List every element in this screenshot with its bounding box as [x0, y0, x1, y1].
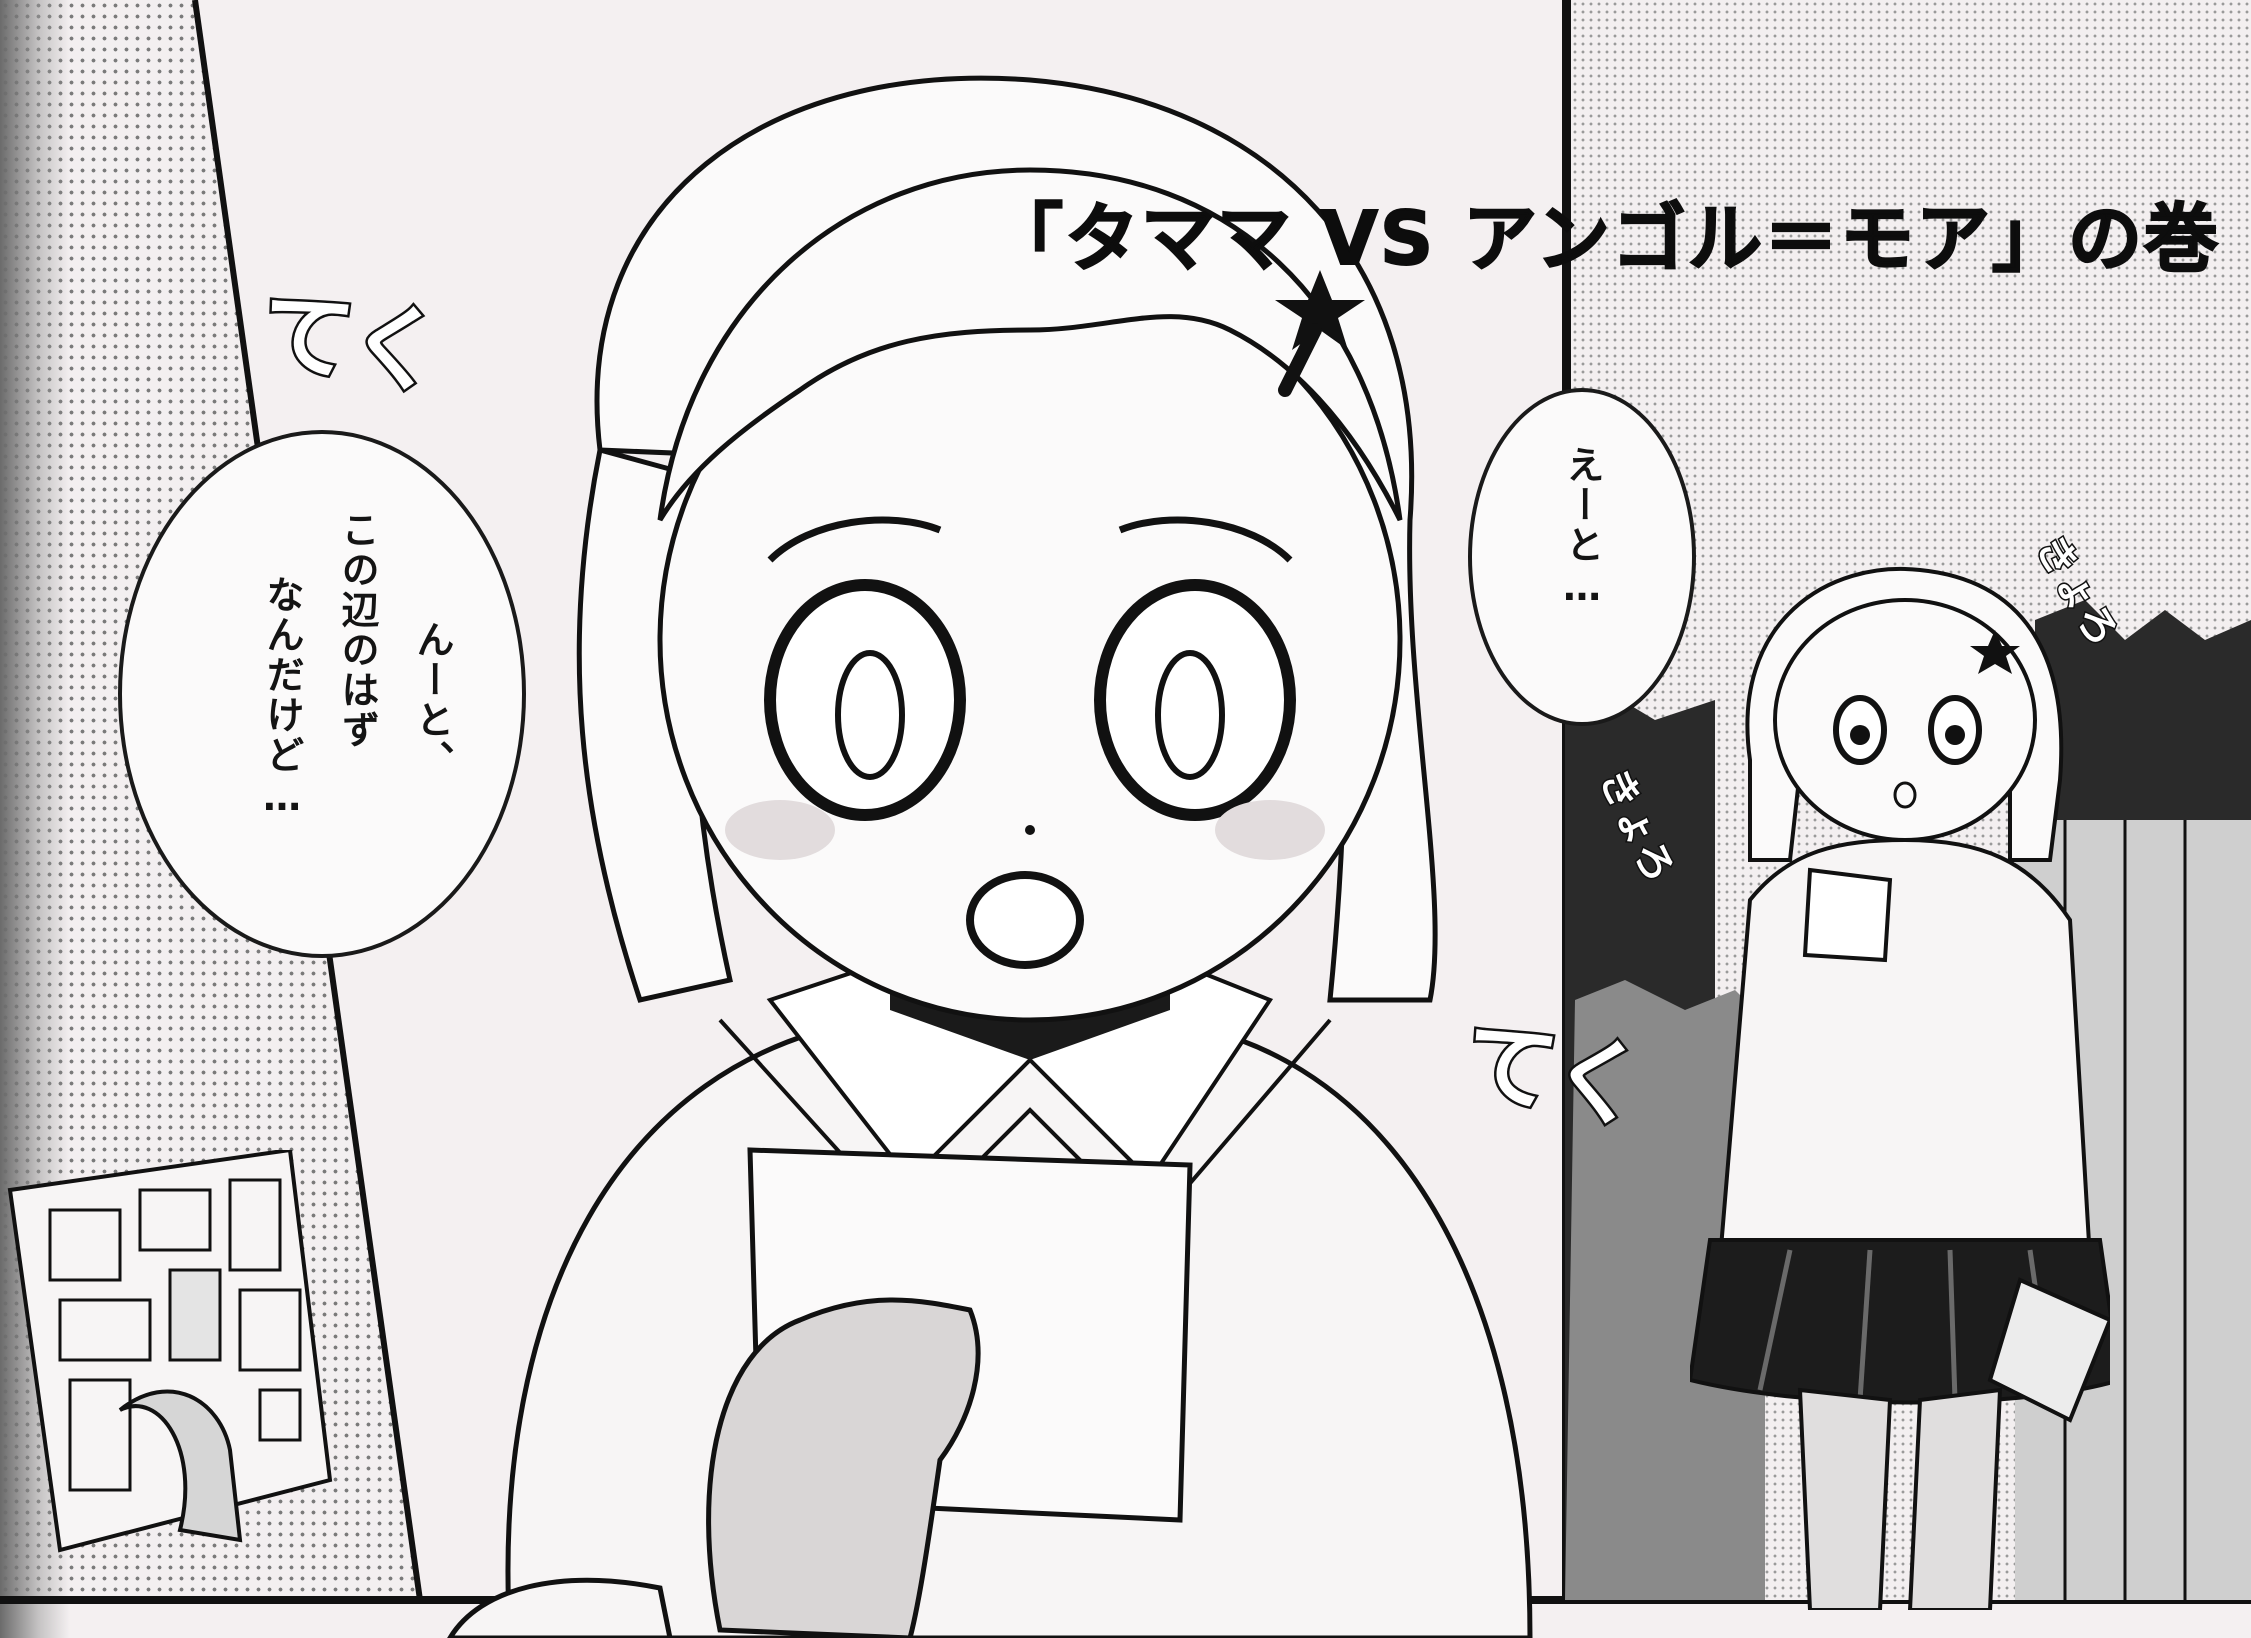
character-fullbody: [1690, 567, 2110, 1610]
bubble-right-line-1: えーと…: [1560, 445, 1604, 611]
map-illustration: [7, 1150, 333, 1553]
sfx-walking-left: てく: [252, 274, 451, 410]
speech-bubble-right: [1468, 388, 1696, 726]
bubble-left-line-1: んーと、: [410, 620, 454, 780]
bubble-left-line-2: この辺のはず: [335, 510, 379, 750]
foreground-hand: [447, 1577, 673, 1638]
chapter-title-text: 「タママ VS アンゴル＝モア」の巻: [988, 195, 2220, 283]
bubble-left-line-3: なんだけど…: [260, 575, 304, 821]
character-closeup: [505, 75, 1533, 1638]
chapter-title: 「タママ VS アンゴル＝モア」の巻: [988, 185, 2220, 283]
speech-bubble-left: [118, 430, 526, 958]
